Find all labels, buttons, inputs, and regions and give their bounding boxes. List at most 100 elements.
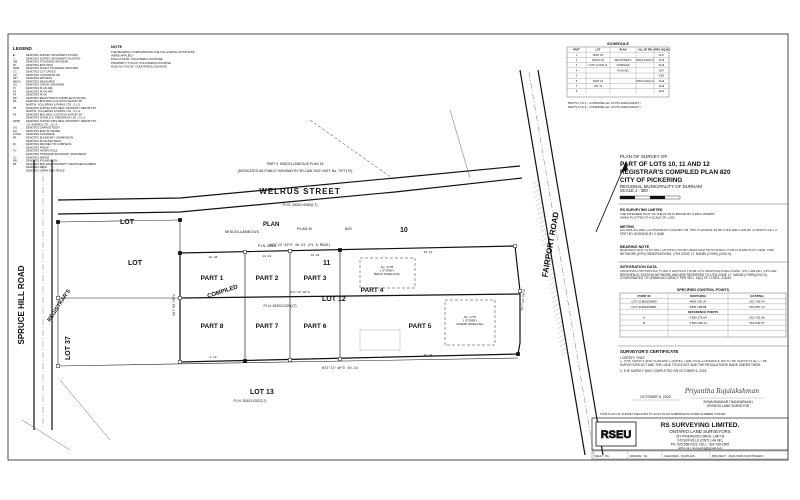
legend-description: DENOTES PLAN 40R-	[26, 89, 53, 93]
legend-heading: LEGEND	[13, 46, 33, 51]
survey-monument-icon	[288, 249, 292, 253]
schedule-cell: 1	[576, 54, 578, 57]
hatch-stroke	[560, 347, 567, 352]
firm-phone: PH: 905-558-0321 CELL: 416-708-2545	[671, 443, 730, 447]
legend-symbol: SIB	[13, 60, 18, 64]
integration-text: OBSERVED REFERENCE POINTS DERIVED FROM G…	[620, 270, 777, 281]
fairport-road-label: FAIRPORT ROAD	[540, 211, 560, 278]
survey-monument-icon	[178, 360, 182, 364]
lot-12-label: LOT 12	[322, 296, 346, 303]
dwelling-1778	[359, 257, 416, 289]
legend-description: DENOTES BUILDING LOCATION SURVEY BY	[26, 112, 83, 116]
legend-description: DENOTES SURVEYOR'S REAL PROPERTY REPORT …	[26, 119, 97, 123]
dist-5: 30.84	[423, 354, 432, 357]
firm-sub: ONTARIO LAND SURVEYORS	[669, 429, 730, 434]
legend-symbol: BF	[13, 99, 17, 103]
legend-symbol: SSIB	[13, 66, 19, 70]
plan-title-line: REGIONAL MUNICIPALITY OF DURHAM	[620, 184, 702, 189]
certificate-date: OCTOBER 6, 2023	[640, 395, 671, 399]
easement-line	[309, 119, 396, 181]
schedule-col-header: PLAN	[620, 49, 627, 52]
dist-3: 19.94	[310, 254, 319, 257]
survey-monument-icon	[518, 289, 522, 293]
welrus-plan-note: PART 9, MISCELLANEOUS PLAN 18	[267, 162, 324, 166]
legend-description: DENOTES IRON BAR	[26, 63, 53, 67]
legend-description: DENOTES REVISED TO COMPLETE	[26, 142, 72, 146]
hatch-stroke	[546, 263, 553, 268]
legend-description: DENOTES CONCRETE PIN	[26, 73, 60, 77]
hatch-stroke	[542, 237, 549, 242]
schedule-cell: 3	[576, 64, 578, 67]
reference-cell: A	[643, 316, 645, 320]
legend-description: DENOTES SURVEYOR'S REAL PROPERTY REPORT …	[26, 106, 97, 110]
plan-820-label: 820	[345, 226, 352, 231]
scale-bar	[619, 195, 681, 200]
legend-symbol: P5	[13, 106, 17, 110]
legend-symbol: TV	[13, 149, 17, 153]
legend-symbol: P6	[13, 112, 17, 116]
certificate-heading: SURVEYOR'S CERTIFICATE	[620, 349, 679, 354]
hatch-stroke	[544, 250, 551, 255]
lot-line-dim: N72°16'00"E	[290, 290, 310, 294]
schedule-cell: 26302-0022(LT)	[636, 59, 654, 62]
schedule-col-header: PART	[573, 49, 580, 52]
schedule-cell: 0117	[659, 54, 665, 57]
fairport-road-centreline	[528, 71, 595, 456]
hatch-stroke	[545, 254, 552, 259]
schedule-cell: PART OF	[593, 54, 604, 57]
legend-symbol: WIT	[13, 76, 18, 80]
spruce-hill-road-label: SPRUCE HILL ROAD	[17, 265, 26, 344]
deck-outline	[359, 329, 401, 351]
hatch-stroke	[558, 333, 565, 339]
note-heading: NOTE	[111, 44, 122, 49]
hatch-stroke	[545, 259, 553, 264]
survey-monument-icon	[338, 248, 342, 252]
legend-description: MARTIN, VOLLERING & PARKS LTD., O.L.S.	[26, 109, 81, 113]
control-cell: 652 887.13	[749, 305, 764, 309]
reference-points-heading: REFERENCE POINTS	[688, 310, 719, 314]
metric-heading: METRIC	[620, 225, 635, 229]
hatch-stroke	[551, 294, 558, 299]
survey-monument-icon	[56, 220, 60, 224]
dwelling-label-line: No. 1772	[464, 315, 477, 319]
hatch-stroke	[549, 281, 556, 286]
legend-description: DENOTES BUILDING PROPERTY IDENTIFIER NUM…	[26, 162, 96, 166]
schedule-frame	[566, 46, 670, 98]
survey-monument-icon	[338, 357, 342, 361]
schedule-col-header: ALL OF PIN	[638, 49, 652, 52]
hatch-stroke	[538, 215, 545, 220]
survey-monument-icon	[56, 364, 60, 368]
surveyor-signature: Priyantha Rajalakshman	[684, 388, 759, 395]
plan-title-line: REGISTRAR'S COMPILED PLAN 820	[620, 169, 731, 176]
welrus-dedication: (DEDICATED AS PUBLIC HIGHWAY BY BY-LAW 2…	[238, 169, 353, 173]
plan-m-label: PLAN M	[297, 226, 312, 231]
schedule-cell: PARTS OF	[592, 59, 605, 62]
note-line: PLAN M- 0°02'20" COUNTERCLOCKWISE	[111, 64, 167, 68]
schedule-cell: COMPILED	[616, 64, 629, 67]
legend-description: DENOTES BUILDING LOCATION SURVEY BY	[26, 99, 83, 103]
footer-strip	[591, 450, 789, 460]
legend-symbol: ■	[13, 54, 15, 57]
schedule-cell: 5	[576, 75, 578, 78]
dwelling-label-line: 1 STOREY	[463, 319, 478, 323]
registrar-plan-diagonal-2	[21, 419, 71, 451]
lot-11-12-line	[179, 293, 521, 299]
legend-description: DENOTES HEDGE	[26, 155, 50, 159]
control-cell: COT 01800228808	[631, 299, 657, 303]
hatch-stroke	[557, 325, 564, 330]
note-line: PLAN 0°02'20" COUNTERCLOCKWISE	[111, 57, 163, 61]
legend-description: DENOTES DECK	[26, 165, 47, 169]
firm-logo: RSEU	[601, 429, 632, 441]
survey-monument-icon	[516, 352, 520, 356]
legend-description: DENOTES GARAGE ROOF	[26, 126, 60, 130]
hatch-stroke	[547, 267, 554, 273]
legend-symbol: RI	[13, 142, 16, 146]
legend-symbol: OU	[13, 83, 17, 87]
legend-description: DENOTES PLAN AND MEAS	[26, 139, 62, 143]
legend-description: DENOTES PLAN	[26, 93, 47, 97]
part-label: PART 1	[201, 275, 224, 282]
control-cell: 4856 189.88	[690, 305, 707, 309]
part-label: PART 4	[361, 287, 384, 294]
